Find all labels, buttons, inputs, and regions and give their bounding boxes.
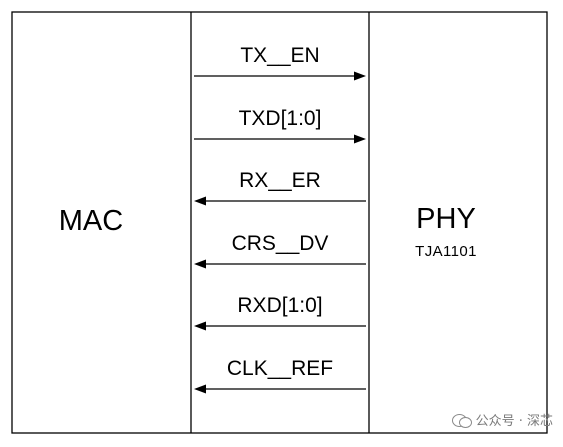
arrowhead-crs-dv	[194, 259, 206, 269]
phy-chip-label: TJA1101	[415, 243, 477, 260]
watermark-text: 公众号 · 深芯	[475, 414, 553, 429]
arrowhead-txd-1-0	[354, 134, 366, 144]
arrowhead-rx-er	[194, 196, 206, 206]
signal-lines: TX__EN TXD[1:0] RX__ER CRS__DV RXD[1:0] CLK__…	[194, 44, 366, 394]
arrowhead-tx-en	[354, 71, 366, 81]
outer-frame	[11, 11, 548, 434]
arrowhead-rxd-1-0	[194, 321, 206, 331]
mac-block-label: MAC	[59, 205, 123, 237]
signal-label-txd-1-0: TXD[1:0]	[239, 107, 322, 130]
signal-label-rxd-1-0: RXD[1:0]	[237, 294, 322, 317]
wechat-icon	[451, 412, 472, 428]
signal-label-crs-dv: CRS__DV	[232, 232, 329, 255]
signal-label-clk-ref: CLK__REF	[227, 357, 333, 380]
signal-label-tx-en: TX__EN	[240, 44, 319, 67]
watermark: 公众号 · 深芯	[451, 410, 553, 429]
signal-label-rx-er: RX__ER	[239, 169, 321, 192]
phy-block-label: PHY	[416, 203, 476, 235]
arrowhead-clk-ref	[194, 384, 206, 394]
